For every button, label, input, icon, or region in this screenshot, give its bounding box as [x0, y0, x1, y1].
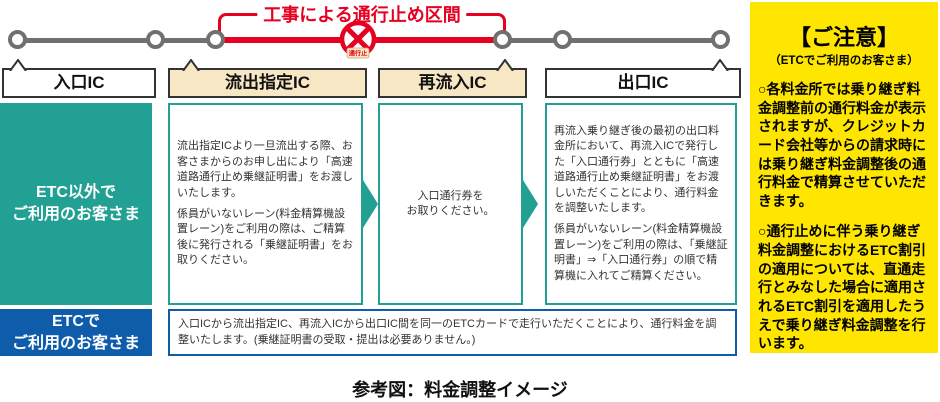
flow-arrow-icon [363, 180, 378, 228]
ic-callout-reentry: 再流入IC [378, 59, 527, 98]
step-text: 流出指定ICより一旦流出する際、お客さまからのお申し出により「高速道路通行止め乗… [177, 140, 353, 199]
ic-label: 再流入IC [418, 73, 487, 92]
closure-sign-text: 通行止 [349, 50, 368, 58]
closure-section-bracket: 工事による通行止め区間 [218, 4, 506, 34]
road-node-icon [711, 30, 730, 49]
notice-item: ○各料金所では乗り継ぎ料金調整前の通行料金が表示されますが、クレジットカード会社… [758, 81, 926, 209]
row-header-non-etc: ETC以外で ご利用のお客さま [0, 103, 152, 305]
ic-label: 出口IC [617, 73, 669, 92]
row-header-etc: ETCで ご利用のお客さま [0, 309, 152, 356]
flow-arrow-icon [523, 180, 538, 228]
ic-callout-exit: 出口IC [545, 59, 741, 98]
ic-label: 入口IC [53, 73, 105, 92]
step-text: 係員がいないレーン(料金精算機設置レーン)をご利用の際は、ご精算後に発行される「… [177, 208, 353, 267]
notice-title: 【ご注意】 [788, 25, 899, 50]
road-node-icon [8, 30, 27, 49]
step-box-reentry: 入口通行券を お取りください。 [378, 103, 523, 305]
notice-item: ○通行止めに伴う乗り継ぎ料金調整におけるETC割引の適用については、直通走行とみ… [758, 223, 926, 352]
notice-subtitle: （ETCでご利用のお客さま） [769, 55, 919, 68]
step-text: 再流入乗り継ぎ後の最初の出口料金所において、再流入ICで発行した「入口通行券」と… [554, 125, 719, 214]
callout-tail-icon [9, 59, 27, 71]
step-text: 入口ICから流出指定IC、再流入ICから出口IC間を同一のETCカードで走行いた… [178, 317, 717, 346]
road-node-icon [553, 30, 572, 49]
road-segment-open-right [500, 38, 720, 43]
step-box-etc: 入口ICから流出指定IC、再流入ICから出口IC間を同一のETCカードで走行いた… [168, 309, 737, 356]
step-text: 入口通行券を お取りください。 [406, 189, 495, 217]
step-box-final-exit: 再流入乗り継ぎ後の最初の出口料金所において、再流入ICで発行した「入口通行券」と… [545, 103, 737, 305]
step-box-designated-exit: 流出指定ICより一旦流出する際、お客さまからのお申し出により「高速道路通行止め乗… [168, 103, 363, 305]
ic-callout-entrance: 入口IC [2, 59, 156, 98]
callout-tail-icon [182, 59, 200, 71]
road-segment-open-left [17, 38, 217, 43]
step-text: 係員がいないレーン(料金精算機設置レーン)をご利用の際は、「乗継証明書」⇒「入口… [554, 223, 728, 282]
closure-sign-icon: 通行止 [339, 20, 377, 59]
callout-tail-icon [711, 59, 729, 71]
ic-label: 流出指定IC [225, 73, 310, 92]
figure-caption: 参考図：料金調整イメージ [352, 380, 568, 400]
callout-tail-icon [496, 59, 514, 71]
notice-panel: 【ご注意】 （ETCでご利用のお客さま） ○各料金所では乗り継ぎ料金調整前の通行… [750, 2, 938, 353]
road-node-icon [493, 30, 512, 49]
road-node-icon [146, 30, 165, 49]
road-node-icon [206, 30, 225, 49]
ic-callout-designated-exit: 流出指定IC [168, 59, 367, 98]
closure-section-label: 工事による通行止め区間 [257, 4, 467, 26]
